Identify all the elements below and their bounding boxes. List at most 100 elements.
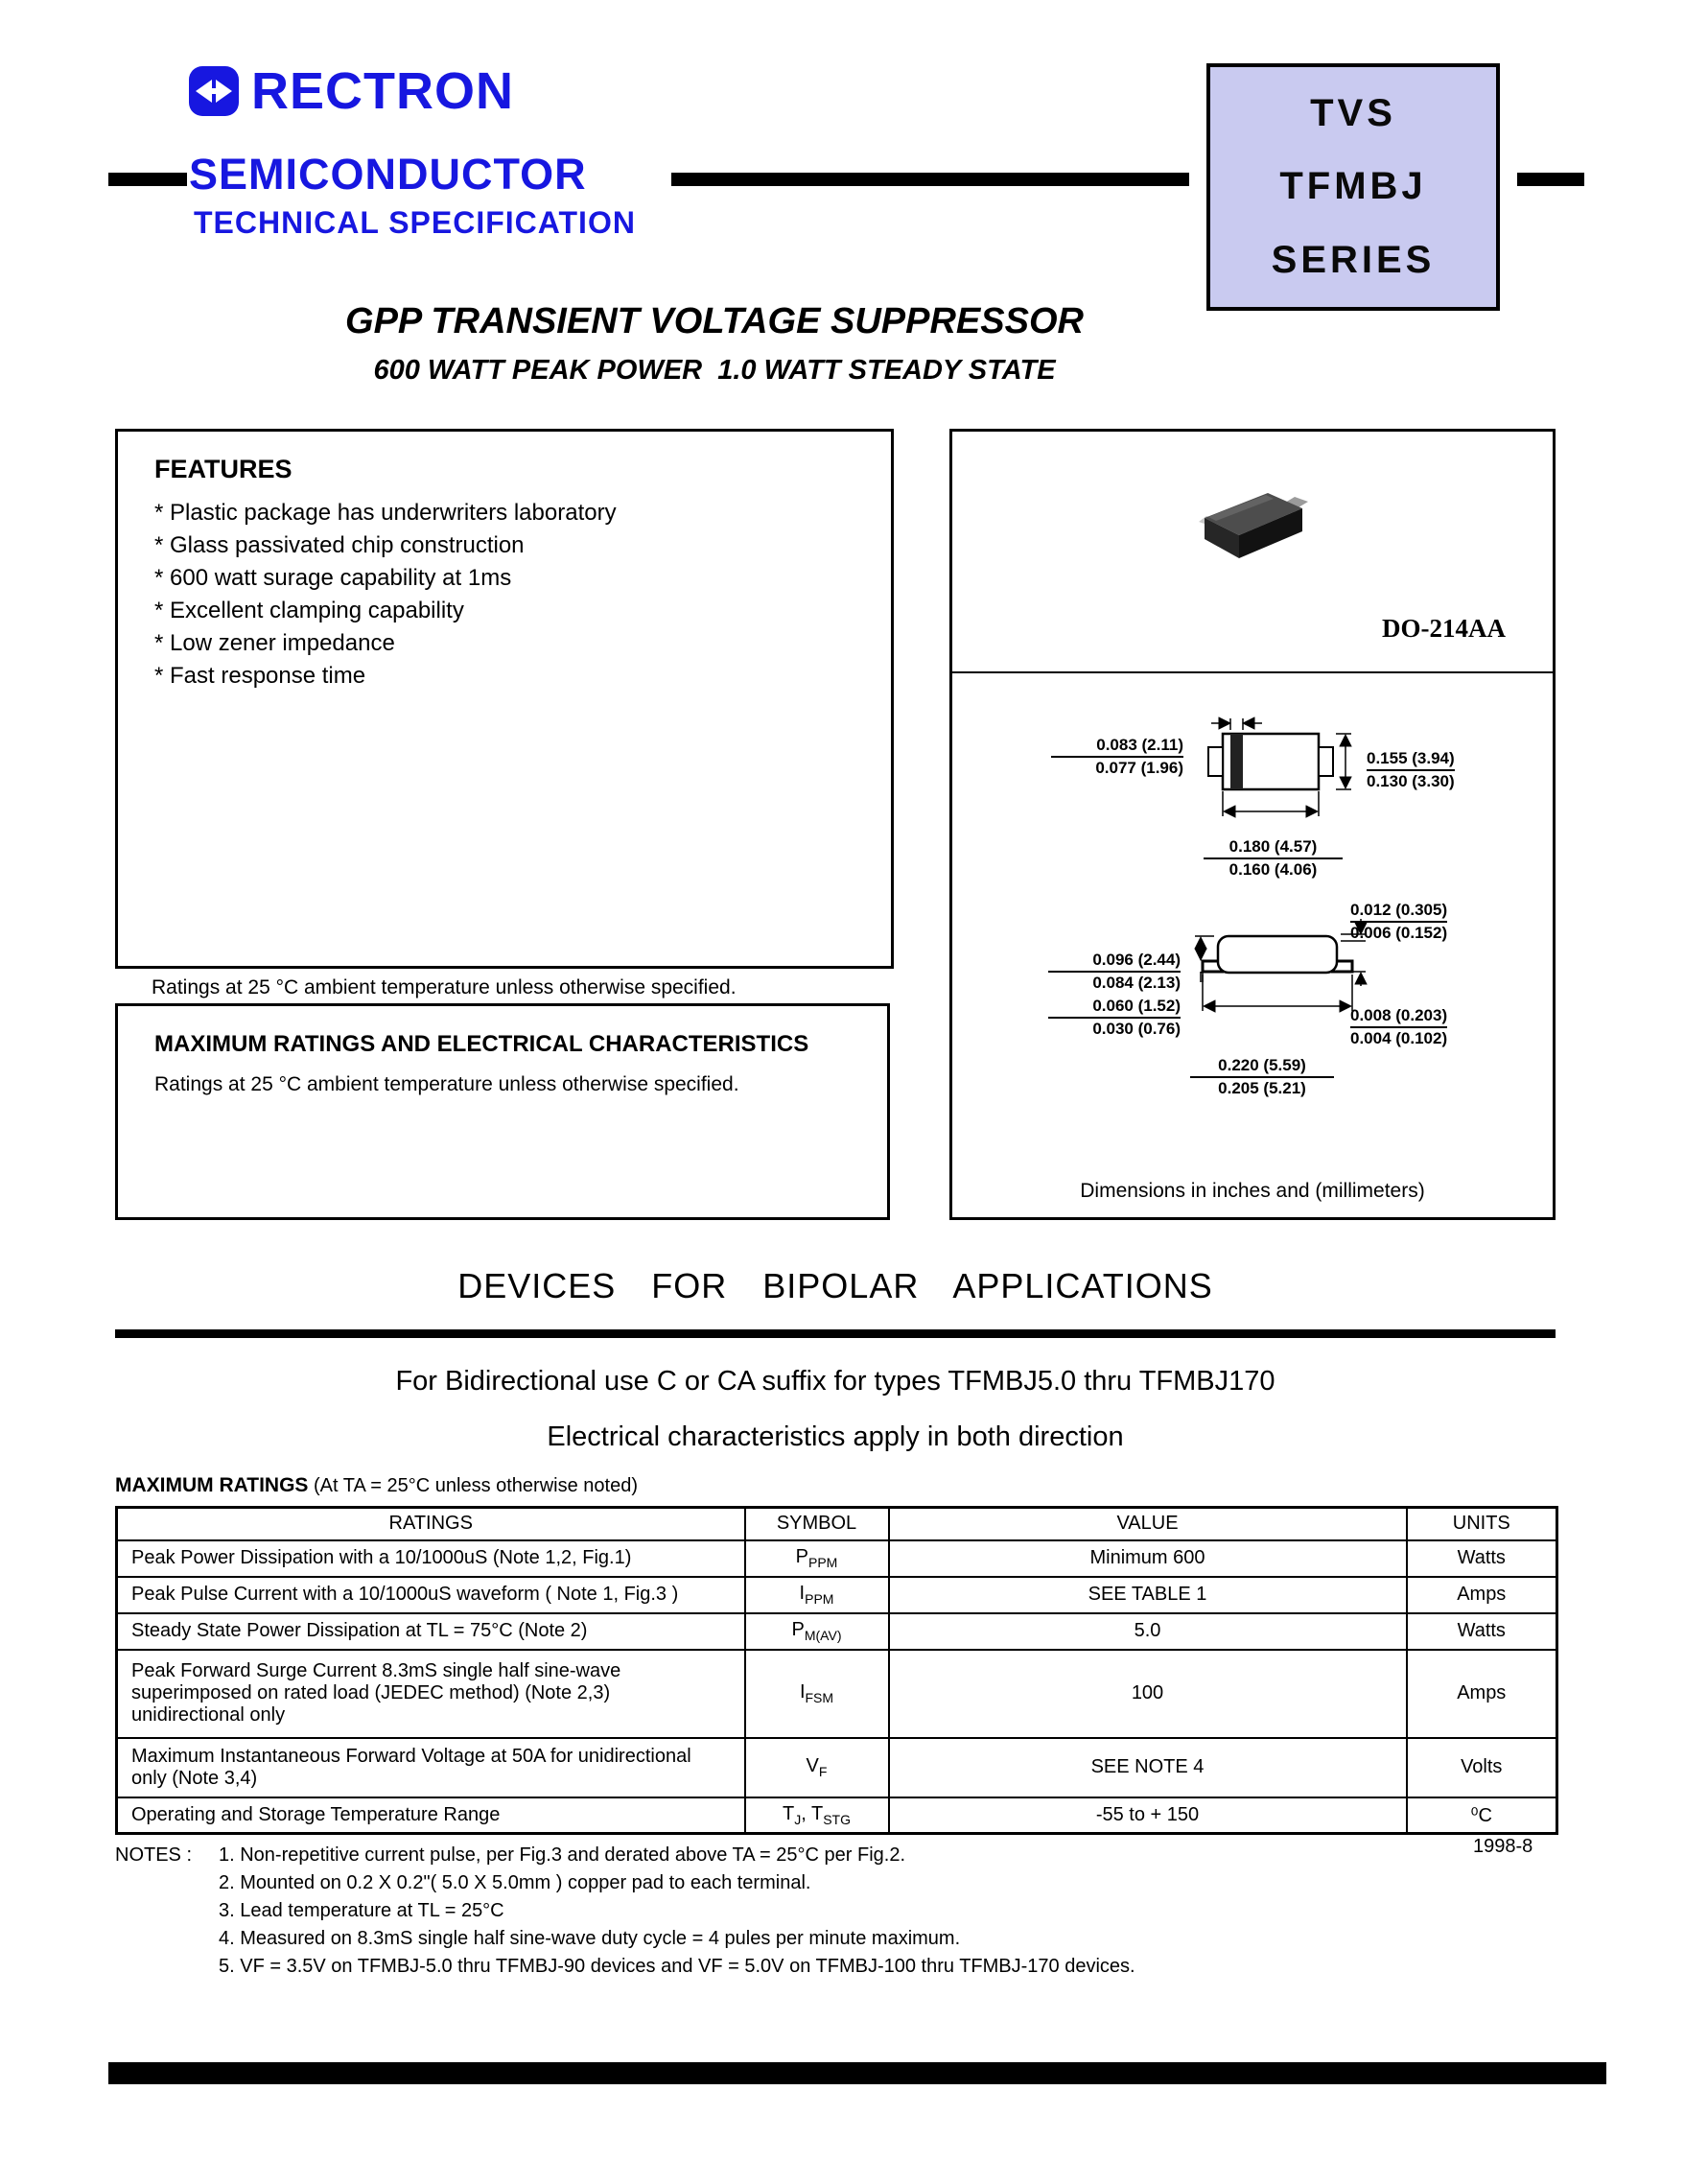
- note-item: 5. VF = 3.5V on TFMBJ-5.0 thru TFMBJ-90 …: [219, 1956, 1135, 1977]
- dim-lead-foot-max: 0.008 (0.203): [1350, 1005, 1448, 1028]
- package-box: DO-214AA 0.083 (2.11): [949, 429, 1556, 1220]
- symbol-cell: TJ, TSTG: [743, 1796, 890, 1835]
- symbol-subscript: J: [794, 1811, 802, 1827]
- symbol-subscript: PPM: [805, 1591, 834, 1607]
- dim-band-width-max: 0.083 (2.11): [1051, 735, 1183, 758]
- feature-item: * Glass passivated chip construction: [154, 532, 525, 558]
- value-cell: SEE TABLE 1: [887, 1575, 1408, 1614]
- col-header-units: UNITS: [1405, 1506, 1558, 1541]
- series-line-tfmbj: TFMBJ: [1279, 165, 1427, 208]
- symbol-subscript: FSM: [805, 1690, 834, 1705]
- dim-standoff: 0.060 (1.52) 0.030 (0.76): [1048, 996, 1181, 1039]
- package-photo: [1199, 493, 1308, 558]
- dim-band-width: 0.083 (2.11) 0.077 (1.96): [1051, 735, 1183, 778]
- notes-list: 1. Non-repetitive current pulse, per Fig…: [219, 1842, 1135, 1981]
- page-subtitle: 600 WATT PEAK POWER 1.0 WATT STEADY STAT…: [373, 355, 1056, 386]
- note-item: 3. Lead temperature at TL = 25°C: [219, 1900, 504, 1921]
- feature-item: * Low zener impedance: [154, 630, 395, 656]
- package-divider: [952, 671, 1553, 673]
- series-line-series: SERIES: [1271, 239, 1436, 282]
- footer-rule: [108, 2062, 1606, 2084]
- package-name: DO-214AA: [1382, 614, 1506, 643]
- feature-item: * Plastic package has underwriters labor…: [154, 500, 617, 526]
- rating-cell: Operating and Storage Temperature Range: [115, 1796, 746, 1835]
- table-row: Peak Pulse Current with a 10/1000uS wave…: [115, 1575, 1558, 1614]
- symbol-subscript: PPM: [808, 1555, 838, 1570]
- max-ratings-box: MAXIMUM RATINGS AND ELECTRICAL CHARACTER…: [115, 1003, 890, 1220]
- symbol-subscript: STG: [823, 1811, 851, 1827]
- units-cell: Amps: [1405, 1575, 1558, 1614]
- notes-label: NOTES :: [115, 1844, 193, 1866]
- dimensions-caption: Dimensions in inches and (millimeters): [1080, 1180, 1425, 1202]
- symbol-base: P: [795, 1546, 808, 1567]
- features-list: * Plastic package has underwriters labor…: [154, 497, 617, 693]
- series-line-tvs: TVS: [1310, 91, 1396, 134]
- dim-body-width-max: 0.180 (4.57): [1204, 836, 1343, 859]
- brand-semiconductor: SEMICONDUCTOR: [189, 150, 587, 199]
- symbol-base: P: [791, 1619, 805, 1640]
- dim-body-height-2: 0.096 (2.44) 0.084 (2.13): [1048, 950, 1181, 993]
- dim-body-width: 0.180 (4.57) 0.160 (4.06): [1204, 836, 1343, 880]
- rating-cell: Peak Forward Surge Current 8.3mS single …: [115, 1648, 746, 1739]
- bidirectional-note-line1: For Bidirectional use C or CA suffix for…: [395, 1366, 1275, 1397]
- dim-overall-width: 0.220 (5.59) 0.205 (5.21): [1190, 1055, 1334, 1098]
- dim-standoff-min: 0.030 (0.76): [1092, 1020, 1181, 1038]
- revision-date: 1998-8: [1473, 1836, 1533, 1857]
- note-item: 1. Non-repetitive current pulse, per Fig…: [219, 1844, 905, 1866]
- note-item: 4. Measured on 8.3mS single half sine-wa…: [219, 1928, 961, 1949]
- feature-item: * 600 watt surage capability at 1ms: [154, 565, 512, 591]
- symbol-base: T: [810, 1802, 824, 1824]
- units-cell: Watts: [1405, 1539, 1558, 1578]
- ratings-table-body: Peak Power Dissipation with a 10/1000uS …: [115, 1539, 1558, 1835]
- value-cell: -55 to + 150: [887, 1796, 1408, 1835]
- package-side-view-drawing: [1207, 716, 1352, 818]
- section-rule: [115, 1329, 1556, 1338]
- dim-standoff-max: 0.060 (1.52): [1048, 996, 1181, 1019]
- dim-band-width-min: 0.077 (1.96): [1095, 759, 1183, 777]
- rating-cell: Steady State Power Dissipation at TL = 7…: [115, 1611, 746, 1651]
- feature-item: * Excellent clamping capability: [154, 598, 464, 623]
- units-cell: Volts: [1405, 1736, 1558, 1798]
- features-footnote: Ratings at 25 °C ambient temperature unl…: [152, 976, 737, 998]
- max-ratings-note: Ratings at 25 °C ambient temperature unl…: [154, 1073, 739, 1095]
- table-row: Peak Power Dissipation with a 10/1000uS …: [115, 1539, 1558, 1578]
- table-row: Peak Forward Surge Current 8.3mS single …: [115, 1648, 1558, 1739]
- page-title: GPP TRANSIENT VOLTAGE SUPPRESSOR: [345, 301, 1084, 341]
- value-cell: Minimum 600: [887, 1539, 1408, 1578]
- symbol-base: V: [806, 1755, 819, 1776]
- series-right-rule: [1517, 173, 1584, 186]
- dim-overall-width-min: 0.205 (5.21): [1218, 1079, 1306, 1097]
- symbol-cell: VF: [743, 1736, 890, 1798]
- note-item: 2. Mounted on 0.2 X 0.2"( 5.0 X 5.0mm ) …: [219, 1872, 811, 1893]
- value-cell: 100: [887, 1648, 1408, 1739]
- symbol-subscript: F: [818, 1764, 828, 1779]
- table-row: Steady State Power Dissipation at TL = 7…: [115, 1611, 1558, 1651]
- symbol-cell: PM(AV): [743, 1611, 890, 1651]
- features-heading: FEATURES: [154, 455, 292, 483]
- symbol-cell: PPPM: [743, 1539, 890, 1578]
- dim-body-height-2-min: 0.084 (2.13): [1092, 974, 1181, 992]
- dim-body-height: 0.155 (3.94) 0.130 (3.30): [1367, 748, 1455, 791]
- rating-cell: Peak Power Dissipation with a 10/1000uS …: [115, 1539, 746, 1578]
- table-intro-rest: (At TA = 25°C unless otherwise noted): [308, 1475, 638, 1496]
- units-cell: Amps: [1405, 1648, 1558, 1739]
- col-header-ratings: RATINGS: [115, 1506, 746, 1541]
- dim-body-width-min: 0.160 (4.06): [1228, 860, 1318, 879]
- brand-technical-specification: TECHNICAL SPECIFICATION: [194, 205, 636, 240]
- rating-cell: Maximum Instantaneous Forward Voltage at…: [115, 1736, 746, 1798]
- col-header-symbol: SYMBOL: [743, 1506, 890, 1541]
- symbol-cell: IFSM: [743, 1648, 890, 1739]
- max-ratings-heading: MAXIMUM RATINGS AND ELECTRICAL CHARACTER…: [154, 1031, 809, 1057]
- maximum-ratings-table: RATINGS SYMBOL VALUE UNITS Peak Power Di…: [115, 1506, 1558, 1835]
- symbol-base: I: [799, 1681, 806, 1703]
- symbol-cell: IPPM: [743, 1575, 890, 1614]
- table-row: Maximum Instantaneous Forward Voltage at…: [115, 1736, 1558, 1798]
- dim-lead-thickness: 0.012 (0.305) 0.006 (0.152): [1350, 900, 1448, 943]
- rating-cell: Peak Pulse Current with a 10/1000uS wave…: [115, 1575, 746, 1614]
- table-header-row: RATINGS SYMBOL VALUE UNITS: [115, 1506, 1558, 1541]
- series-box: TVS TFMBJ SERIES: [1206, 63, 1500, 311]
- col-header-value: VALUE: [887, 1506, 1408, 1541]
- bidirectional-note-line2: Electrical characteristics apply in both…: [547, 1421, 1124, 1452]
